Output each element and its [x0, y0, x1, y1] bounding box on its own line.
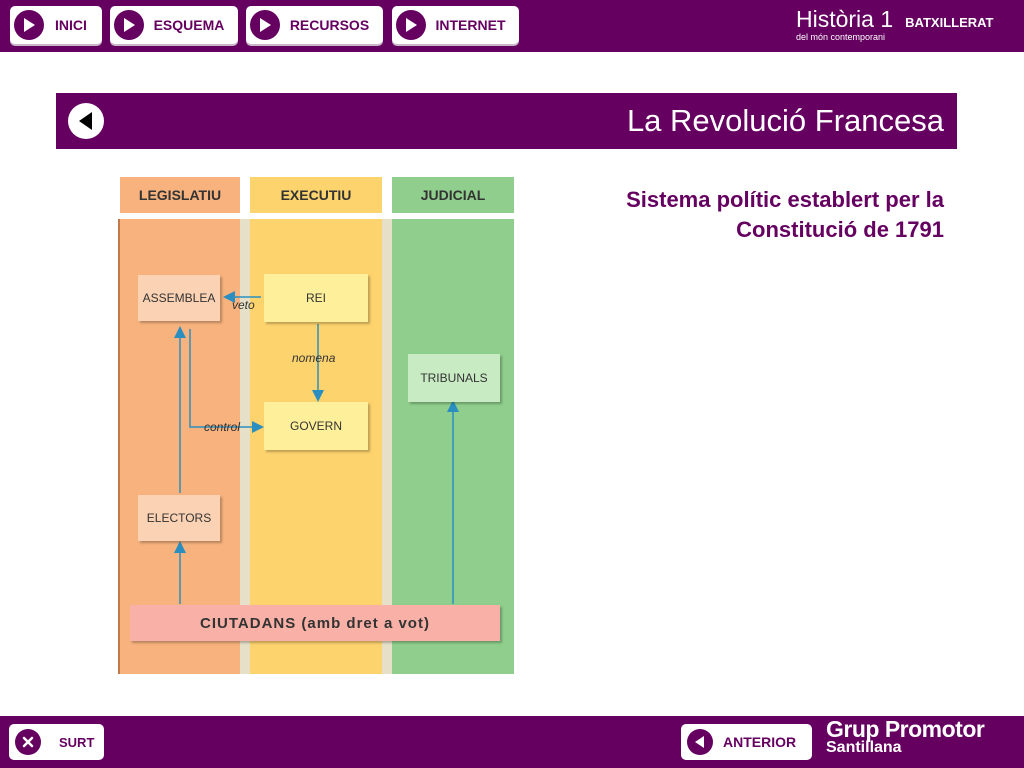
- box-tribunals: TRIBUNALS: [408, 354, 500, 402]
- surt-button[interactable]: SURT: [9, 724, 104, 760]
- top-navigation-bar: INICI ESQUEMA RECURSOS INTERNET Història…: [0, 0, 1024, 52]
- column-divider: [240, 219, 250, 674]
- publisher-line-1: Grup Promotor: [826, 716, 985, 742]
- anterior-label: ANTERIOR: [723, 734, 797, 750]
- play-arrow-icon: [250, 10, 280, 40]
- page-subtitle: Sistema polític establert per la Constit…: [524, 185, 944, 245]
- brand-subtitle: del món contemporani: [796, 32, 886, 42]
- back-arrow-icon: [687, 729, 713, 755]
- column-divider: [118, 219, 120, 674]
- play-arrow-icon: [114, 10, 144, 40]
- esquema-button[interactable]: ESQUEMA: [110, 6, 238, 44]
- column-divider: [382, 219, 392, 674]
- subtitle-line-1: Sistema polític establert per la: [626, 187, 944, 212]
- box-ciutadans: CIUTADANS (amb dret a vot): [130, 605, 500, 641]
- internet-label: INTERNET: [435, 17, 506, 33]
- page-title-bar: La Revolució Francesa: [56, 93, 957, 149]
- column-header-judicial: JUDICIAL: [392, 177, 514, 213]
- edge-label-nomena: nomena: [292, 351, 336, 365]
- box-electors: ELECTORS: [138, 495, 220, 541]
- recursos-button[interactable]: RECURSOS: [246, 6, 383, 44]
- back-button[interactable]: [68, 103, 104, 139]
- brand-level: BATXILLERAT: [905, 15, 994, 30]
- box-govern: GOVERN: [264, 402, 368, 450]
- surt-label: SURT: [59, 734, 95, 750]
- column-header-legislatiu: LEGISLATIU: [120, 177, 240, 213]
- back-arrow-icon: [79, 112, 92, 130]
- edge-label-veto: veto: [232, 298, 255, 312]
- brand-title: Història 1: [796, 6, 894, 32]
- box-rei: REI: [264, 274, 368, 322]
- inici-button[interactable]: INICI: [10, 6, 102, 44]
- esquema-label: ESQUEMA: [153, 17, 225, 33]
- anterior-button[interactable]: ANTERIOR: [681, 724, 812, 760]
- political-system-diagram: LEGISLATIU EXECUTIU JUDICIAL ASSEMBLEA R…: [118, 177, 515, 674]
- column-header-executiu: EXECUTIU: [250, 177, 382, 213]
- play-arrow-icon: [14, 10, 44, 40]
- brand-logo: Història 1 BATXILLERAT del món contempora…: [796, 6, 994, 42]
- recursos-label: RECURSOS: [289, 17, 370, 33]
- internet-button[interactable]: INTERNET: [392, 6, 519, 44]
- page-title: La Revolució Francesa: [626, 103, 944, 138]
- close-icon: [15, 729, 41, 755]
- play-arrow-icon: [396, 10, 426, 40]
- edge-label-control: control: [204, 420, 241, 434]
- bottom-navigation-bar: SURT ANTERIOR Grup Promotor Santillana: [0, 716, 1024, 768]
- subtitle-line-2: Constitució de 1791: [736, 217, 944, 242]
- diagram-arrows: [174, 291, 459, 604]
- box-assemblea: ASSEMBLEA: [138, 275, 220, 321]
- publisher-line-2: Santillana: [826, 739, 902, 756]
- inici-label: INICI: [55, 17, 87, 33]
- publisher-logo: Grup Promotor Santillana: [826, 716, 985, 757]
